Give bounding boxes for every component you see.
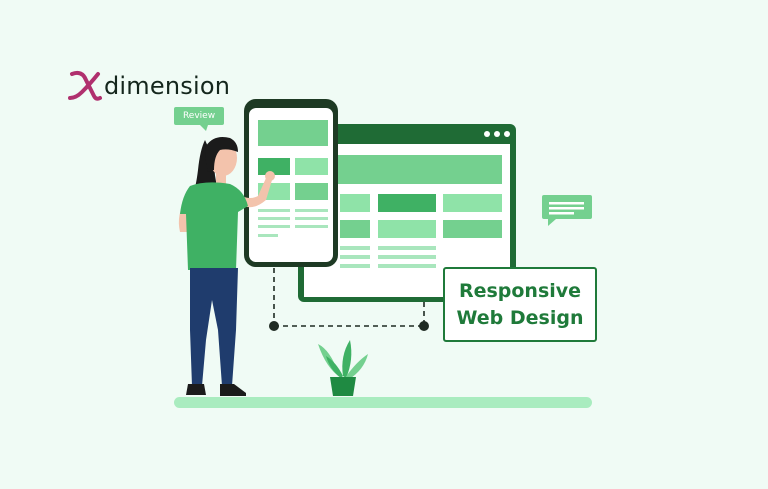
- review-label: Review: [182, 111, 216, 121]
- brand-logo: dimension: [68, 68, 230, 104]
- connector-dot: [269, 321, 279, 331]
- browser-window: [298, 124, 516, 302]
- chat-bubble-icon: [542, 195, 592, 226]
- woman-figure: [178, 137, 275, 396]
- connector-lines: [273, 268, 425, 327]
- window-dots-icon: [484, 131, 510, 137]
- headline-label: Responsive Web Design: [444, 268, 596, 341]
- label-box: [443, 267, 597, 342]
- connector-dot: [419, 321, 429, 331]
- browser-hero-block: [314, 155, 502, 184]
- smartphone: [244, 99, 338, 267]
- logo-text: dimension: [104, 72, 231, 100]
- x-logo-icon: [68, 70, 102, 101]
- headline-line1: Responsive: [458, 279, 582, 302]
- headline-line2: Web Design: [456, 306, 584, 329]
- ground-line: [174, 397, 592, 408]
- potted-plant: [318, 340, 368, 396]
- review-bubble: [174, 107, 224, 131]
